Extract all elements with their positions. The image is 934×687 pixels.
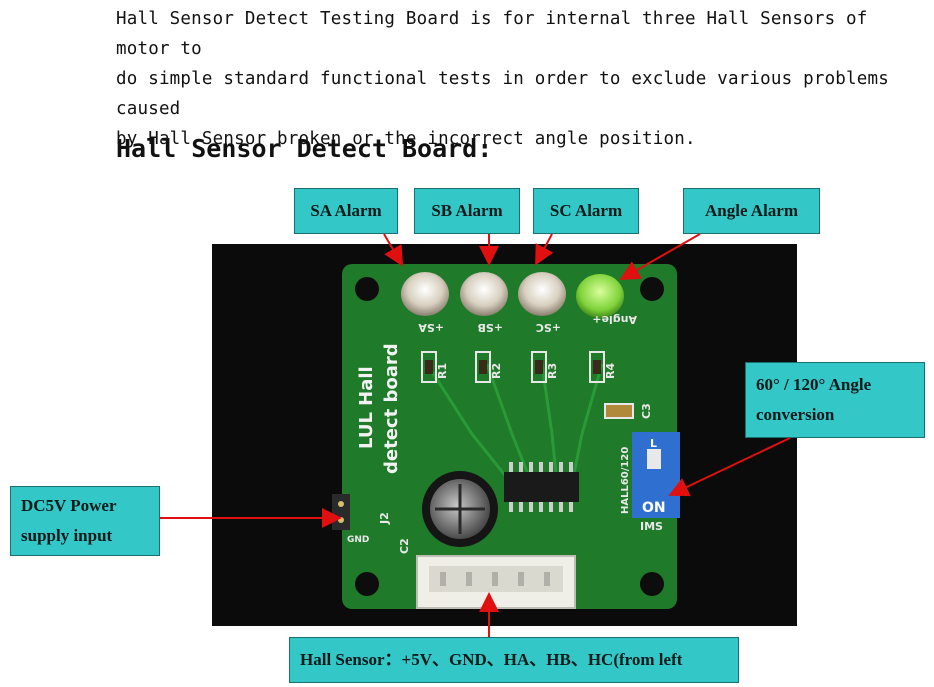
dip-switch — [632, 432, 680, 518]
power-line-1: DC5V Power — [21, 496, 117, 515]
board-photo: +SA +SB +SC Angle+ R1 R2 R3 R4 LUL Hall … — [212, 244, 797, 626]
intro-line-1: Hall Sensor Detect Testing Board is for … — [116, 9, 868, 59]
silk-gnd: GND — [347, 535, 369, 545]
silk-title-2: detect board — [381, 343, 402, 474]
led-angle — [576, 274, 624, 318]
angle-conversion-line-1: 60° / 120° Angle — [756, 375, 872, 394]
led-sc — [518, 272, 566, 316]
arrow-angle-conversion — [668, 437, 791, 497]
silk-title-1: LUL Hall — [356, 366, 377, 449]
board-illustration: +SA +SB +SC Angle+ R1 R2 R3 R4 LUL Hall … — [332, 264, 680, 609]
mount-hole — [355, 572, 379, 596]
sa-alarm-label: SA Alarm — [294, 188, 398, 234]
sb-alarm-label: SB Alarm — [414, 188, 520, 234]
power-input-label: DC5V Power supply input — [10, 486, 160, 556]
resistor-r1 — [421, 351, 437, 383]
silk-sa: +SA — [418, 321, 444, 334]
mount-hole — [355, 277, 379, 301]
intro-line-2: do simple standard functional tests in o… — [116, 69, 889, 119]
silk-r1: R1 — [436, 363, 449, 379]
silk-c3: C3 — [640, 403, 653, 419]
intro-paragraph: Hall Sensor Detect Testing Board is for … — [116, 4, 906, 154]
capacitor-c3 — [604, 403, 634, 419]
silk-hall60-120: HALL60/120 — [620, 447, 631, 514]
resistor-r4 — [589, 351, 605, 383]
led-sb — [460, 272, 508, 316]
led-sa — [401, 272, 449, 316]
angle-alarm-label: Angle Alarm — [683, 188, 820, 234]
switch-on: ON — [642, 500, 666, 516]
section-heading: Hall Sensor Detect Board: — [116, 134, 493, 163]
mount-hole — [640, 572, 664, 596]
silk-c2: C2 — [398, 538, 411, 554]
mount-hole — [640, 277, 664, 301]
arrow-sc — [535, 233, 554, 266]
resistor-r2 — [475, 351, 491, 383]
silk-ims: IMS — [640, 520, 663, 533]
arrow-sa — [383, 233, 404, 267]
power-line-2: supply input — [21, 526, 113, 545]
resistor-r3 — [531, 351, 547, 383]
silk-r3: R3 — [546, 363, 559, 379]
sc-alarm-label: SC Alarm — [533, 188, 639, 234]
silk-j2: J2 — [378, 512, 391, 525]
silk-r4: R4 — [604, 363, 617, 379]
intro-line-3: by Hall Sensor broken or the incorrect a… — [116, 129, 696, 149]
silk-sc: +SC — [536, 321, 561, 334]
arrow-angle — [619, 233, 701, 280]
hall-sensor-label: Hall Sensor：+5V、GND、HA、HB、HC(from left — [289, 637, 739, 683]
angle-conversion-label: 60° / 120° Angle conversion — [745, 362, 925, 438]
silk-angle: Angle+ — [592, 313, 637, 326]
angle-conversion-line-2: conversion — [756, 405, 835, 424]
ic-chip — [504, 472, 579, 502]
switch-l: L — [650, 437, 657, 450]
silk-r2: R2 — [490, 363, 503, 379]
silk-sb: +SB — [477, 321, 503, 334]
